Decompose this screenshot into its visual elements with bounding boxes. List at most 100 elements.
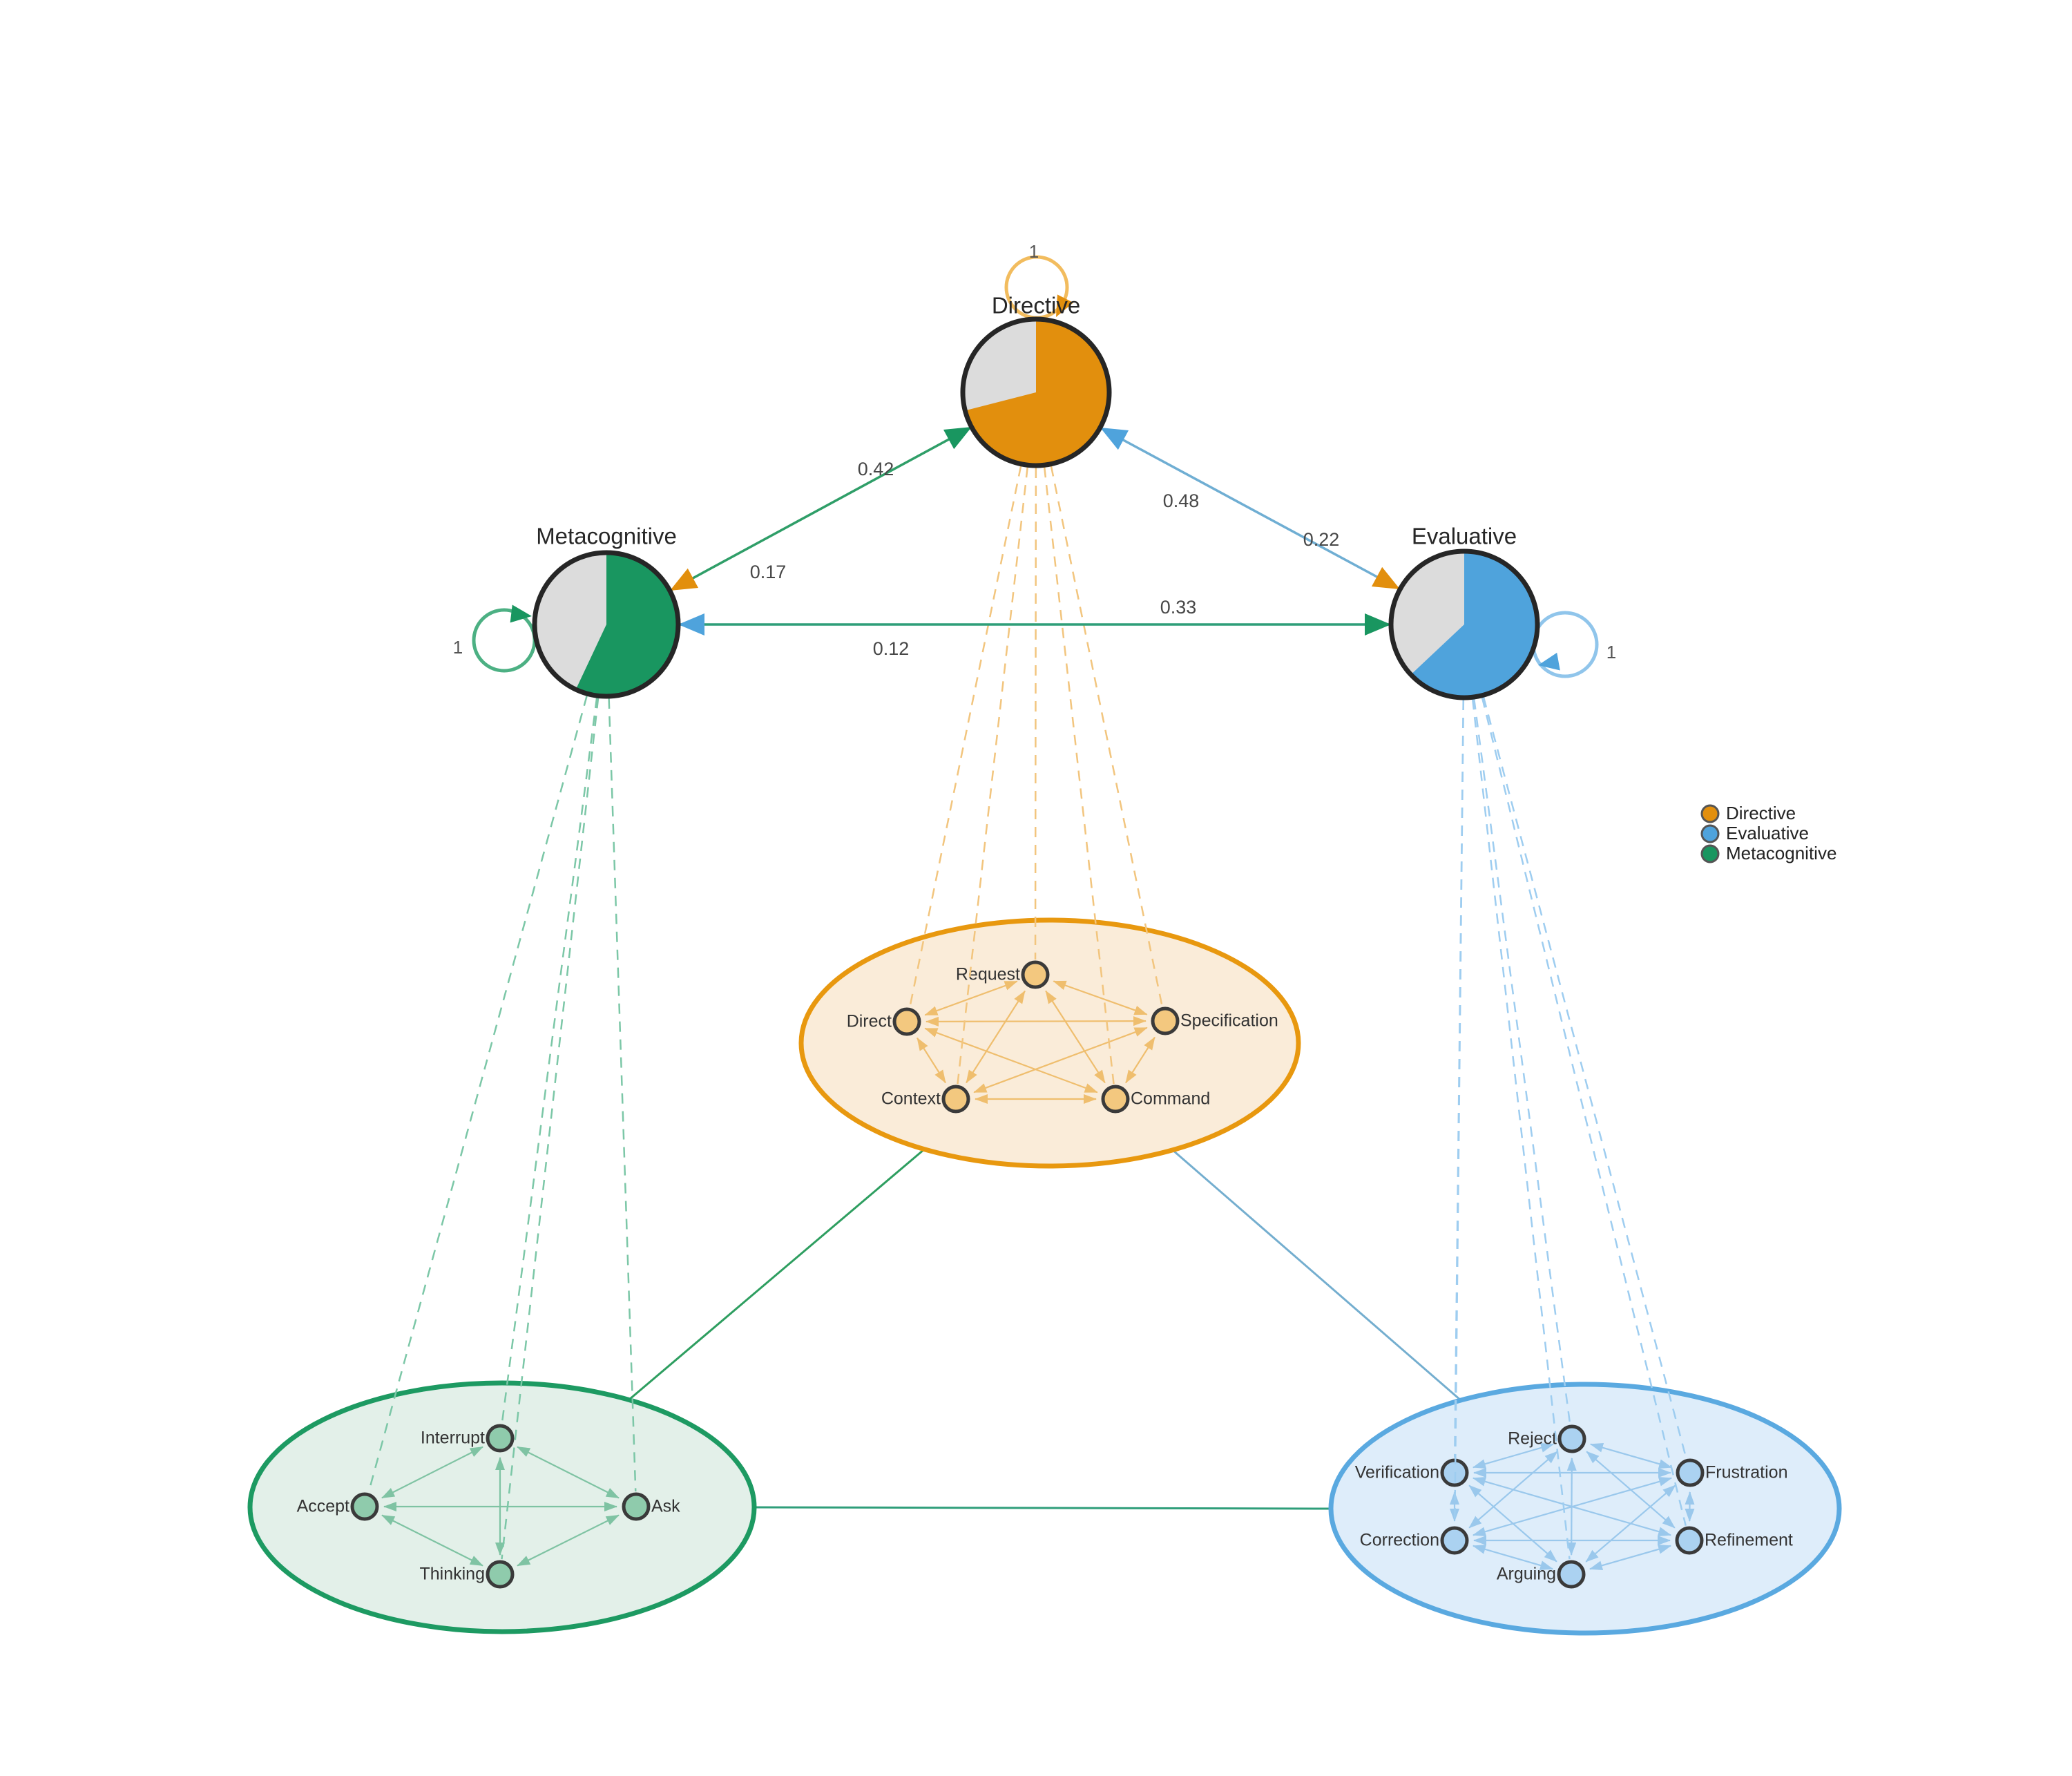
hierarchy-dashed-link-evaluative-0 [1473,698,1571,1424]
sub-state-label-context: Context [881,1089,941,1109]
hierarchy-dashed-link-metacognitive-1 [367,695,588,1493]
self-loop-evaluative [1531,611,1599,678]
layer-main-edges [669,426,1401,636]
sub-state-node-context [941,1085,970,1114]
sub-state-label-interrupt: Interrupt [421,1429,485,1448]
self-loop-arrowhead-metacognitive [510,604,532,623]
inter-cluster-link-0 [629,1148,925,1401]
hierarchy-dashed-link-evaluative-5 [1471,699,1571,1560]
sub-state-edge [381,1446,483,1499]
pie-wedge-directive [966,321,1109,465]
sub-state-label-request: Request [956,965,1020,984]
hierarchy-dashed-link-directive-4 [1043,467,1115,1085]
hierarchy-dashed-link-directive-0 [1034,467,1037,960]
hierarchy-dashed-link-metacognitive-0 [501,697,598,1424]
sub-state-node-refinement [1675,1526,1704,1555]
transition-edge-0 [669,426,972,592]
legend-label-directive: Directive [1726,803,1796,823]
layer-intercluster-links [629,1148,1461,1510]
sub-state-node-interrupt [486,1424,515,1453]
layer-dashed-fans [367,466,1687,1560]
edge-label-metacognitive-to-evaluative: 0.33 [1160,597,1197,618]
legend-swatch-metacognitive [1700,844,1720,863]
hierarchy-dashed-link-directive-2 [1050,466,1163,1006]
sub-state-edge [517,1514,620,1567]
pie-border-directive [960,316,1112,468]
node-title-directive: Directive [992,293,1080,318]
sub-state-label-specification: Specification [1180,1011,1278,1031]
transition-edge-1 [1100,426,1401,591]
sub-state-label-frustration: Frustration [1705,1463,1787,1482]
inter-cluster-link-2 [754,1506,1332,1510]
edge-label-metacognitive-to-directive: 0.42 [858,459,894,479]
transition-arrowhead-0 [943,427,972,450]
sub-state-node-ask [622,1492,651,1521]
sub-state-edge [517,1446,620,1499]
inter-cluster-link-1 [1172,1149,1461,1402]
self-loop-label-directive: 1 [1029,241,1039,262]
sub-state-edge [1472,1545,1554,1570]
sub-state-label-direct: Direct [847,1012,892,1031]
legend-swatch-directive [1700,804,1720,823]
sub-state-node-correction [1440,1526,1469,1555]
pie-wedge-evaluative [1412,553,1537,696]
main-node-evaluative [1388,548,1540,700]
edge-label-directive-to-evaluative: 0.22 [1303,529,1340,550]
cluster-ellipse-directive [798,917,1301,1169]
hierarchy-dashed-link-evaluative-3 [1453,699,1465,1526]
pie-wedge-metacognitive [576,554,678,695]
hierarchy-dashed-link-metacognitive-3 [501,698,599,1560]
legend-label-evaluative: Evaluative [1726,823,1809,843]
sub-state-label-verification: Verification [1355,1463,1439,1482]
sub-state-edge [1125,1036,1155,1084]
edge-label-evaluative-to-directive: 0.48 [1163,490,1200,511]
hierarchy-dashed-link-directive-1 [909,466,1022,1007]
transition-arrowhead-4 [1365,613,1391,636]
layer-pie-nodes [532,316,1540,700]
pie-border-evaluative [1388,548,1540,700]
legend: Directive Evaluative Metacognitive [1700,803,1836,863]
sub-state-label-refinement: Refinement [1705,1531,1793,1550]
sub-state-node-specification [1151,1006,1180,1035]
transition-arrowhead-5 [678,613,704,636]
sub-state-edge [925,1016,1147,1027]
self-loop-metacognitive [472,608,537,673]
self-loop-arrowhead-evaluative [1538,652,1560,671]
sub-state-node-command [1101,1085,1130,1114]
self-loop-label-metacognitive: 1 [453,637,463,658]
legend-label-metacognitive: Metacognitive [1726,843,1836,863]
hierarchy-dashed-link-evaluative-4 [1481,697,1687,1526]
sub-state-edge [381,1514,483,1567]
self-loop-arrowhead-directive [1056,294,1074,317]
pie-border-metacognitive [532,550,681,699]
sub-state-label-arguing: Arguing [1497,1565,1556,1584]
sub-state-label-reject: Reject [1508,1429,1557,1449]
legend-swatch-evaluative [1700,824,1720,843]
edge-label-directive-to-metacognitive: 0.17 [750,562,787,582]
sub-state-node-frustration [1676,1458,1705,1487]
sub-state-label-thinking: Thinking [420,1565,486,1584]
sub-state-edge [973,1027,1148,1094]
sub-state-node-request [1021,960,1050,989]
hierarchy-dashed-link-directive-3 [957,467,1028,1085]
sub-state-label-accept: Accept [297,1497,349,1516]
sub-state-node-accept [350,1492,379,1521]
transition-arrowhead-2 [1100,428,1129,450]
main-node-directive [960,316,1112,468]
sub-state-label-command: Command [1131,1089,1210,1109]
transition-arrowhead-3 [1371,566,1400,589]
sub-state-node-direct [892,1007,921,1036]
node-title-metacognitive: Metacognitive [536,524,677,549]
sub-state-node-arguing [1557,1560,1586,1589]
sub-state-node-reject [1557,1424,1586,1453]
main-node-metacognitive [532,550,681,699]
sub-state-node-thinking [486,1560,515,1589]
hierarchy-dashed-link-metacognitive-2 [608,698,637,1492]
edge-label-evaluative-to-metacognitive: 0.12 [873,638,910,659]
sub-state-label-correction: Correction [1360,1531,1439,1550]
